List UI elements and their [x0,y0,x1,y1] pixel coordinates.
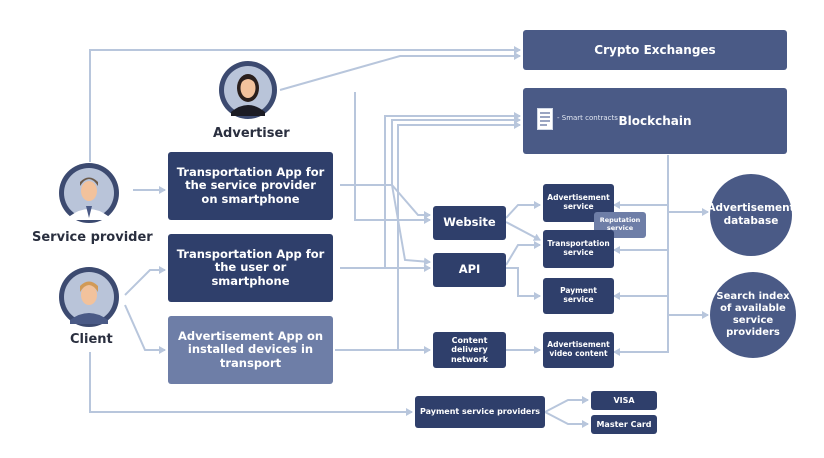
client-label: Client [70,332,113,347]
crypto-exchanges-label: Crypto Exchanges [594,42,716,57]
ad-video-box: Advertisement video content [543,332,614,368]
advertisement-service-label: Advertisement service [547,193,610,211]
mastercard-label: Master Card [596,419,652,429]
payment-providers-box: Payment service providers [415,396,545,428]
service-provider-label: Service provider [32,230,153,245]
advertiser-person-avatar-icon [219,61,277,119]
advertisement-service-box: Advertisement service [543,184,614,222]
client-person-avatar-icon [59,267,119,327]
blockchain-box: - Smart contracts Blockchain [523,88,787,154]
payment-service-box: Payment service [543,278,614,314]
service-provider-person-avatar-icon [59,163,119,223]
reputation-service-label: Reputation service [599,216,641,232]
blockchain-label: Blockchain [618,113,692,128]
transportation-service-box: Transportation service [543,230,614,268]
advertisement-database-circle: Advertisement database [707,174,795,256]
website-box: Website [433,206,506,240]
advertiser-label: Advertiser [213,126,290,141]
visa-box: VISA [591,391,657,410]
document-icon [537,108,553,130]
user-app-label: Transportation App for the user or smart… [176,246,325,288]
visa-label: VISA [613,395,635,405]
smart-contracts-label: - Smart contracts [557,114,618,122]
api-box: API [433,253,506,287]
cdn-label: Content delivery network [450,335,489,364]
reputation-service-box: Reputation service [594,212,646,238]
cdn-box: Content delivery network [433,332,506,368]
ad-app-label: Advertisement App on installed devices i… [177,328,324,370]
payment-service-label: Payment service [560,286,597,304]
user-app-box: Transportation App for the user or smart… [168,234,333,302]
search-index-label: Search index of available service provid… [716,291,790,338]
payment-providers-label: Payment service providers [419,407,541,417]
transportation-service-label: Transportation service [547,239,610,257]
ad-video-label: Advertisement video content [547,340,610,358]
website-label: Website [443,215,496,230]
search-index-circle: Search index of available service provid… [710,272,796,358]
api-label: API [458,262,481,277]
provider-app-box: Transportation App for the service provi… [168,152,333,220]
ad-app-box: Advertisement App on installed devices i… [168,316,333,384]
advertisement-database-label: Advertisement database [707,202,795,227]
provider-app-label: Transportation App for the service provi… [176,164,325,206]
crypto-exchanges-box: Crypto Exchanges [523,30,787,70]
mastercard-box: Master Card [591,415,657,434]
